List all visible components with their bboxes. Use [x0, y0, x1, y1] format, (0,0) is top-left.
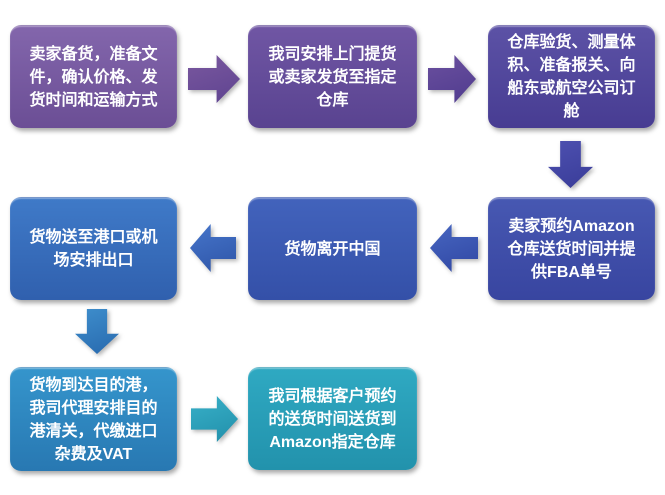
left-arrow-icon	[190, 224, 236, 272]
step-2-label: 我司安排上门提货或卖家发货至指定仓库	[268, 45, 397, 109]
step-6-port-export-box: 货物送至港口或机场安排出口	[10, 197, 177, 300]
step-6-label: 货物送至港口或机场安排出口	[29, 229, 158, 269]
step-7-label: 货物到达目的港，我司代理安排目的港清关，代缴进口杂费及VAT	[29, 376, 158, 463]
step-5-label: 货物离开中国	[284, 240, 381, 258]
arrow-step6-step7-down-icon	[75, 309, 119, 354]
arrow-step7-step8-right-icon	[191, 396, 238, 442]
arrow-step1-step2-right-icon	[188, 55, 240, 103]
step-4-book-amazon-box: 卖家预约Amazon仓库送货时间并提供FBA单号	[488, 197, 655, 300]
right-arrow-icon	[428, 55, 476, 103]
arrow-step2-step3-right-icon	[428, 55, 476, 103]
step-1-label: 卖家备货，准备文件，确认价格、发货时间和运输方式	[29, 45, 158, 109]
arrow-step5-step6-left-icon	[190, 224, 236, 272]
step-3-warehouse-inspect-box: 仓库验货、测量体积、准备报关、向船东或航空公司订舱	[488, 25, 655, 128]
down-arrow-icon	[75, 309, 119, 354]
step-7-destination-clearance-box: 货物到达目的港，我司代理安排目的港清关，代缴进口杂费及VAT	[10, 367, 177, 471]
right-arrow-icon	[188, 55, 240, 103]
step-8-deliver-amazon-box: 我司根据客户预约的送货时间送货到Amazon指定仓库	[248, 367, 417, 470]
left-arrow-icon	[430, 224, 478, 272]
step-1-seller-prepare-box: 卖家备货，准备文件，确认价格、发货时间和运输方式	[10, 25, 177, 128]
arrow-step4-step5-left-icon	[430, 224, 478, 272]
step-4-label: 卖家预约Amazon仓库送货时间并提供FBA单号	[507, 217, 636, 281]
step-3-label: 仓库验货、测量体积、准备报关、向船东或航空公司订舱	[507, 34, 636, 120]
step-5-cargo-departs-box: 货物离开中国	[248, 197, 417, 300]
right-arrow-icon	[191, 396, 238, 442]
down-arrow-icon	[548, 141, 593, 188]
arrow-step3-step4-down-icon	[548, 141, 593, 188]
step-8-label: 我司根据客户预约的送货时间送货到Amazon指定仓库	[268, 387, 397, 451]
step-2-pickup-box: 我司安排上门提货或卖家发货至指定仓库	[248, 25, 417, 128]
